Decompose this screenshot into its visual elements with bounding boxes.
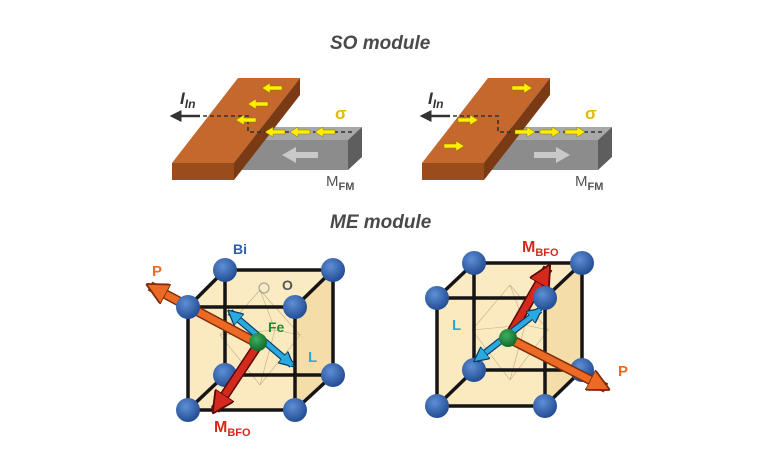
spin-arrow-icon: [539, 126, 561, 138]
spin-label: σ: [335, 104, 347, 123]
spin-arrows: [235, 82, 336, 138]
bi-atom: [283, 295, 307, 319]
spin-arrow-icon: [261, 82, 283, 94]
spin-arrow-icon: [511, 82, 533, 94]
bi-atom: [462, 251, 486, 275]
magnetization-arrow-icon: [534, 147, 570, 163]
spin-arrows: [443, 82, 586, 152]
bi-atom: [176, 398, 200, 422]
fe-atom: [499, 329, 517, 347]
spin-arrow-icon: [564, 126, 586, 138]
o-label: O: [282, 277, 293, 293]
bi-atom: [425, 286, 449, 310]
bi-atom: [321, 258, 345, 282]
p-label: P: [618, 363, 628, 380]
bi-atom: [570, 251, 594, 275]
spin-arrow-icon: [443, 140, 465, 152]
bi-atom: [533, 286, 557, 310]
copper-strip: [422, 78, 550, 180]
me-panel-right: MBFO L P: [425, 239, 628, 418]
bi-atom: [425, 394, 449, 418]
magnetization-label: MFM: [575, 173, 603, 193]
l-label: L: [452, 317, 461, 334]
bi-atom: [176, 295, 200, 319]
magnetization-arrow-icon: [282, 147, 318, 163]
spin-arrow-icon: [289, 126, 311, 138]
current-label: IIn: [180, 89, 195, 111]
m-bfo-label: MBFO: [522, 239, 559, 259]
spin-arrow-icon: [314, 126, 336, 138]
m-bfo-label: MBFO: [214, 419, 251, 439]
fe-atom: [249, 333, 267, 351]
spin-arrow-icon: [457, 114, 479, 126]
so-module-title: SO module: [330, 33, 431, 54]
bi-atom: [213, 258, 237, 282]
l-label: L: [308, 349, 317, 366]
me-module-title: ME module: [330, 212, 432, 233]
spin-arrow-icon: [247, 98, 269, 110]
bi-atom: [321, 363, 345, 387]
spin-arrow-icon: [514, 126, 536, 138]
bi-atom: [283, 398, 307, 422]
bi-label: Bi: [233, 241, 247, 257]
magnetization-label: MFM: [326, 173, 354, 193]
bi-atom: [533, 394, 557, 418]
current-label: IIn: [428, 89, 443, 111]
copper-strip: [172, 78, 300, 180]
so-panel-left: IIn σ MFM: [169, 78, 362, 193]
bi-atom: [462, 358, 486, 382]
spin-label: σ: [585, 104, 597, 123]
o-atom: [258, 282, 270, 294]
p-label: P: [152, 263, 162, 280]
spin-arrow-icon: [264, 126, 286, 138]
me-panel-left: Bi O Fe P L MBFO: [150, 241, 345, 439]
so-panel-right: IIn σ MFM: [419, 78, 612, 193]
fe-label: Fe: [268, 319, 285, 335]
spin-arrow-icon: [235, 114, 257, 126]
